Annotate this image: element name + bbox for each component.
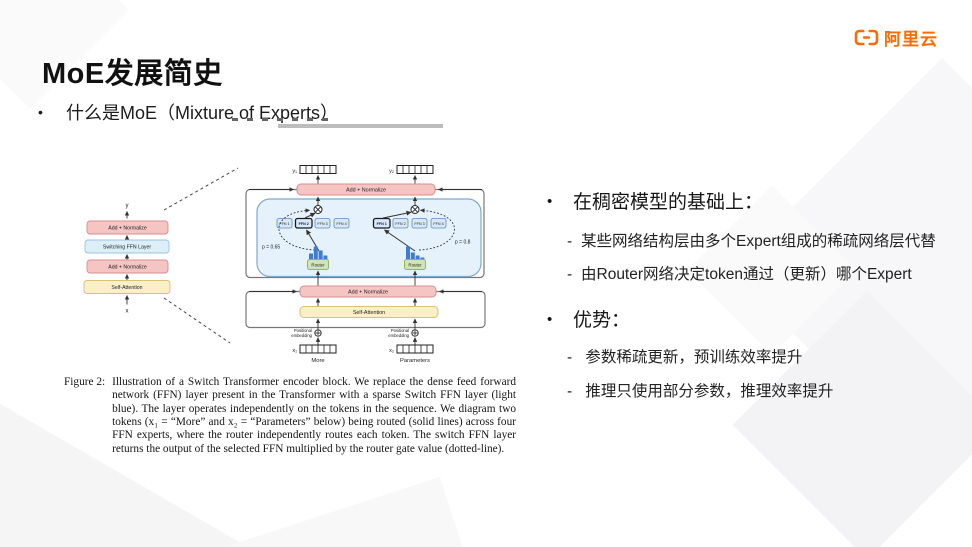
token-word-parameters: Parameters [400, 358, 430, 364]
gate-value-dotted-curve-left [278, 208, 316, 251]
alibaba-cloud-logo-icon [854, 29, 879, 46]
dash-marker: - [567, 383, 573, 400]
ffn1-label: FFN 1 [279, 222, 289, 226]
positional-embedding-left: Positional embedding [291, 328, 322, 338]
switch-transformer-diagram: y Add + Normalize Switching FFN Layer Ad… [83, 165, 486, 364]
logo-text: 阿里云 [884, 30, 938, 49]
ffn3-label: FFN 3 [414, 222, 424, 226]
subitem-router-decides: -由Router网络决定token通过（更新）哪个Expert [567, 262, 912, 284]
bullet-dense-model: • 在稠密模型的基础上： [547, 187, 763, 214]
svg-text:Positional: Positional [294, 328, 312, 333]
multiply-gate-right [410, 196, 420, 214]
ffn1-label: FFN 1 [377, 222, 387, 226]
add-normalize-bar-top [296, 183, 436, 196]
subitem-sparse-layer: -某些网络结构层由多个Expert组成的稀疏网络层代替 [567, 229, 936, 251]
input-label: x [126, 309, 129, 315]
dash-marker: - [567, 266, 573, 283]
bullet-advantages: • 优势： [547, 305, 630, 332]
selected-expert-left [294, 217, 313, 229]
self-attention-label: Self-Attention [111, 285, 142, 291]
page-title: MoE发展简史 [42, 58, 223, 90]
token-word-more: More [311, 358, 324, 364]
bullet-marker: • [547, 193, 553, 210]
bullet-marker: • [38, 104, 43, 120]
subitem-partial-params: - 推理只使用部分参数，推理效率提升 [567, 379, 833, 401]
subitem-text: 某些网络结构层由多个Expert组成的稀疏网络层代替 [581, 233, 936, 250]
ffn4-label: FFN 4 [433, 222, 443, 226]
switch-ffn-layer-box [256, 198, 482, 278]
y1-label: y₁ [292, 169, 297, 175]
router-histogram-right [406, 246, 425, 260]
alibaba-cloud-logo: 阿里云 [853, 25, 938, 50]
output-label: y [126, 203, 129, 209]
multiply-gate-left [313, 196, 323, 214]
gate-probability-right: p = 0.8 [455, 240, 471, 246]
subitem-text: 由Router网络决定token通过（更新）哪个Expert [581, 266, 912, 283]
cropped-image-artifact [278, 124, 443, 128]
subitem-text: 推理只使用部分参数，推理效率提升 [585, 383, 834, 400]
svg-text:embedding: embedding [291, 333, 312, 338]
input-token-x2: x₂ Parameters [389, 344, 434, 364]
input-token-x1: x₁ More [292, 344, 337, 364]
svg-text:Positional: Positional [391, 328, 409, 333]
x1-label: x₁ [292, 348, 297, 354]
self-attention-label: Self-Attention [353, 310, 385, 316]
router-label: Router [311, 262, 325, 267]
router-histogram-left [309, 246, 328, 260]
x2-label: x₂ [389, 348, 394, 354]
add-normalize-box [86, 259, 169, 274]
switch-transformer-figure: y Add + Normalize Switching FFN Layer Ad… [60, 118, 520, 456]
add-normalize-label: Add + Normalize [108, 226, 147, 232]
expert-to-gate-arrow-right [382, 210, 412, 219]
cropped-image-artifact [232, 118, 332, 121]
output-token-y2: y₂ [389, 165, 434, 175]
self-attention-box [83, 280, 171, 294]
gate-probability-left: p = 0.65 [262, 245, 280, 251]
add-normalize-label: Add + Normalize [108, 265, 147, 271]
zoom-connector-line [163, 297, 231, 344]
figure-caption-label: Figure 2: [64, 376, 106, 388]
ffn2-label: FFN 2 [299, 222, 309, 226]
positional-embedding-right: Positional embedding [388, 328, 419, 338]
figure-caption-text: Illustration of a Switch Transformer enc… [112, 376, 516, 455]
expert-to-gate-arrow-left [304, 212, 316, 219]
subitem-text: 参数稀疏更新，预训练效率提升 [585, 349, 803, 366]
ffn4-label: FFN 4 [336, 222, 346, 226]
self-attention-bar [299, 306, 439, 318]
router-box-left [307, 259, 329, 270]
gate-value-dotted-curve-right [418, 208, 455, 251]
router-label: Router [408, 262, 422, 267]
add-normalize-box [86, 220, 169, 235]
add-normalize-label: Add + Normalize [346, 188, 386, 194]
bullet-marker: • [547, 311, 553, 328]
switching-ffn-box [84, 239, 170, 254]
bullet-text: 在稠密模型的基础上： [573, 192, 764, 213]
dash-marker: - [567, 233, 573, 250]
ffn-experts-left: FFN 1 FFN 2 FFN 3 FFN 4 [276, 217, 350, 229]
figure-caption: Figure 2: Illustration of a Switch Trans… [64, 376, 516, 456]
mini-encoder-stack: y Add + Normalize Switching FFN Layer Ad… [83, 203, 171, 315]
bullet-text: 优势： [573, 310, 631, 331]
svg-text:embedding: embedding [388, 333, 409, 338]
output-token-y1: y₁ [292, 165, 337, 175]
ffn3-label: FFN 3 [317, 222, 327, 226]
router-box-right [404, 259, 426, 270]
dash-marker: - [567, 349, 573, 366]
ffn-experts-right: FFN 1 FFN 2 FFN 3 FFN 4 [372, 217, 447, 229]
add-normalize-bar-lower [299, 285, 437, 298]
selected-expert-right [372, 217, 391, 229]
add-normalize-label: Add + Normalize [348, 290, 388, 296]
subitem-sparse-update: - 参数稀疏更新，预训练效率提升 [567, 345, 802, 367]
ffn2-label: FFN 2 [395, 222, 405, 226]
y2-label: y₂ [389, 169, 394, 175]
switching-ffn-label: Switching FFN Layer [103, 245, 151, 251]
zoom-connector-line [163, 167, 239, 211]
